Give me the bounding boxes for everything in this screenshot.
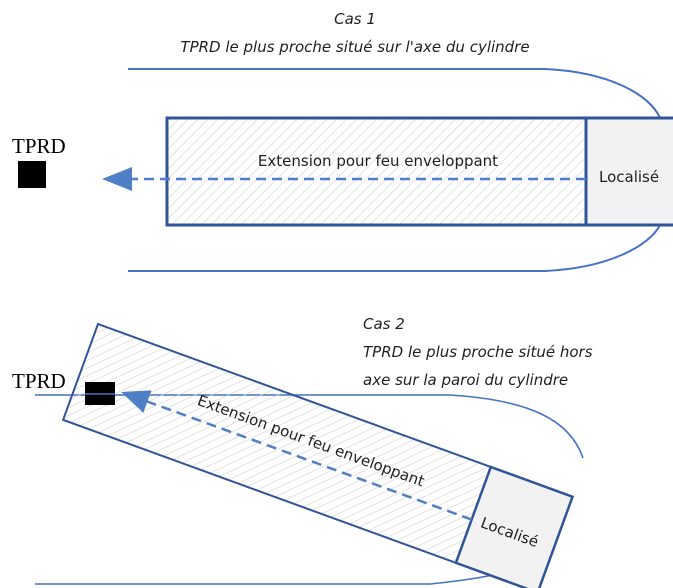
case2-arrow-head [121, 390, 152, 413]
case1-title: Cas 1 [334, 10, 376, 28]
case2-localise-box [454, 465, 575, 588]
case2-cylinder-group: Extension pour feu enveloppant Localisé [61, 322, 575, 588]
case1-localise-label: Localisé [599, 168, 659, 186]
case1-group: Cas 1 TPRD le plus proche situé sur l'ax… [12, 10, 673, 272]
case1-envelope-top [128, 68, 661, 119]
case1-arrow-head [102, 167, 132, 191]
case2-group: Cas 2 TPRD le plus proche situé hors axe… [12, 315, 593, 588]
case1-envelope-bottom [128, 224, 661, 272]
case1-tprd-label: TPRD [12, 134, 66, 158]
case2-subtitle-line2: axe sur la paroi du cylindre [363, 371, 568, 389]
case1-localise-box [584, 116, 673, 227]
case2-subtitle-line1: TPRD le plus proche situé hors [363, 343, 593, 361]
case2-title: Cas 2 [363, 315, 405, 333]
case1-extension-label: Extension pour feu enveloppant [258, 152, 498, 170]
case2-envelope-top [35, 394, 584, 459]
case2-extension-arrow-line [134, 395, 473, 521]
case1-subtitle: TPRD le plus proche situé sur l'axe du c… [180, 38, 529, 56]
case2-tprd-label: TPRD [12, 369, 66, 393]
case1-tprd-marker [18, 161, 46, 188]
